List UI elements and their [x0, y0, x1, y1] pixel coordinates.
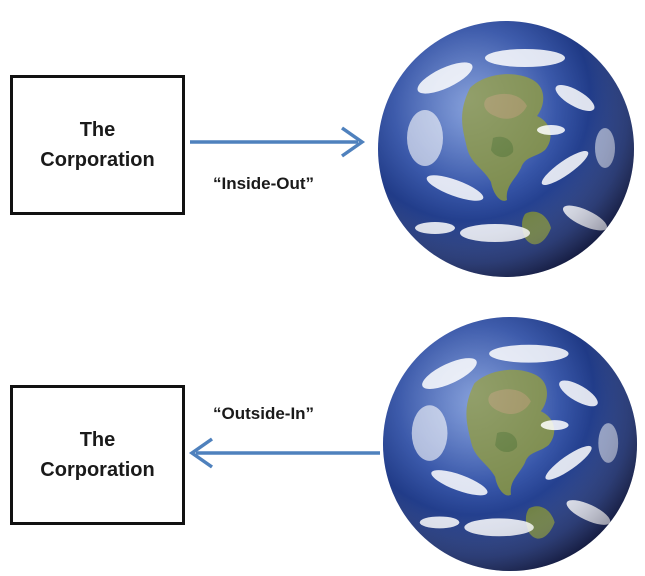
inside-out-label: “Inside-Out”: [213, 174, 315, 193]
corporation-label-top: The Corporation: [40, 119, 155, 171]
corporation-box-top: The Corporation: [10, 75, 185, 215]
right-arrow-icon: [190, 126, 366, 158]
corporation-box-bottom: The Corporation: [10, 385, 185, 525]
outside-in-label: “Outside-In”: [213, 404, 315, 423]
earth-globe-icon: [382, 316, 638, 572]
earth-globe-icon: [378, 21, 634, 277]
corporation-label-bottom: The Corporation: [40, 429, 155, 481]
left-arrow-icon: [188, 437, 380, 469]
